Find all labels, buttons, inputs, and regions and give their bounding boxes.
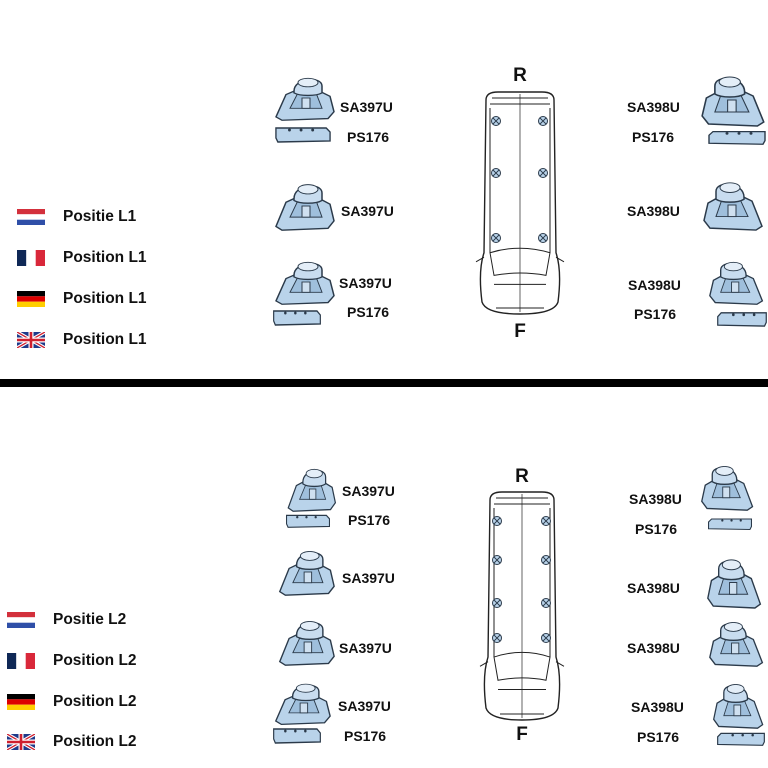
mounting-point-icon bbox=[538, 233, 548, 243]
uk-flag-icon bbox=[16, 330, 46, 350]
pad-part-number: PS176 bbox=[635, 521, 678, 537]
roof-rack-foot-image bbox=[702, 178, 766, 232]
foot-pad-image bbox=[285, 512, 331, 529]
foot-pad-image bbox=[716, 730, 766, 747]
foot-part-number: SA397U bbox=[339, 640, 392, 656]
roof-rack-foot-image bbox=[276, 547, 336, 597]
foot-part-number: SA397U bbox=[338, 698, 391, 714]
mounting-point-icon bbox=[541, 633, 551, 643]
netherlands-flag-icon bbox=[7, 612, 35, 628]
foot-part-number: SA398U bbox=[628, 277, 681, 293]
front-label: F bbox=[514, 321, 526, 342]
roof-rack-foot-image bbox=[285, 465, 337, 513]
roof-rack-foot-image bbox=[272, 258, 336, 306]
germany-flag-icon bbox=[7, 694, 35, 710]
language-label: Position L2 bbox=[53, 693, 137, 710]
pad-part-number: PS176 bbox=[347, 304, 390, 320]
section-divider bbox=[0, 379, 768, 387]
foot-pad-image bbox=[272, 307, 322, 327]
pad-part-number: PS176 bbox=[632, 129, 675, 145]
language-label: Position L2 bbox=[53, 733, 137, 750]
language-label: Position L1 bbox=[63, 290, 147, 307]
vehicle-top-view bbox=[479, 490, 565, 722]
language-label: Position L1 bbox=[63, 331, 147, 348]
foot-pad-image bbox=[707, 516, 753, 531]
pad-part-number: PS176 bbox=[348, 512, 391, 528]
mounting-point-icon bbox=[491, 116, 501, 126]
roof-rack-foot-image bbox=[700, 462, 756, 512]
pad-part-number: PS176 bbox=[637, 729, 680, 745]
foot-part-number: SA397U bbox=[342, 570, 395, 586]
foot-part-number: SA397U bbox=[342, 483, 395, 499]
foot-part-number: SA398U bbox=[631, 699, 684, 715]
foot-part-number: SA398U bbox=[627, 203, 680, 219]
language-label: Positie L1 bbox=[63, 208, 137, 225]
foot-part-number: SA397U bbox=[339, 275, 392, 291]
mounting-point-icon bbox=[492, 555, 502, 565]
foot-part-number: SA398U bbox=[627, 580, 680, 596]
foot-part-number: SA397U bbox=[340, 99, 393, 115]
roof-rack-foot-image bbox=[700, 72, 768, 128]
foot-pad-image bbox=[707, 128, 767, 146]
pad-part-number: PS176 bbox=[344, 728, 387, 744]
roof-rack-foot-image bbox=[272, 680, 332, 726]
germany-flag-icon bbox=[17, 291, 45, 307]
roof-rack-foot-image bbox=[276, 617, 336, 667]
pad-part-number: PS176 bbox=[634, 306, 677, 322]
foot-part-number: SA398U bbox=[627, 640, 680, 656]
france-flag-icon bbox=[17, 250, 45, 266]
roof-rack-foot-image bbox=[706, 555, 764, 610]
france-flag-icon bbox=[7, 653, 35, 669]
rear-label: R bbox=[513, 65, 527, 86]
netherlands-flag-icon bbox=[17, 209, 45, 225]
mounting-point-icon bbox=[538, 168, 548, 178]
mounting-point-icon bbox=[541, 555, 551, 565]
foot-part-number: SA398U bbox=[629, 491, 682, 507]
pad-part-number: PS176 bbox=[347, 129, 390, 145]
language-label: Positie L2 bbox=[53, 611, 127, 628]
mounting-point-icon bbox=[491, 233, 501, 243]
language-label: Position L2 bbox=[53, 652, 137, 669]
mounting-point-icon bbox=[541, 516, 551, 526]
foot-part-number: SA397U bbox=[341, 203, 394, 219]
roof-rack-foot-image bbox=[708, 618, 766, 668]
mounting-point-icon bbox=[491, 168, 501, 178]
vehicle-top-view bbox=[475, 90, 565, 316]
mounting-point-icon bbox=[492, 516, 502, 526]
roof-rack-foot-image bbox=[272, 74, 336, 122]
mounting-point-icon bbox=[492, 633, 502, 643]
foot-pad-image bbox=[274, 124, 332, 144]
foot-pad-image bbox=[716, 309, 768, 328]
mounting-point-icon bbox=[538, 116, 548, 126]
rear-label: R bbox=[515, 466, 529, 487]
foot-part-number: SA398U bbox=[627, 99, 680, 115]
mounting-point-icon bbox=[492, 598, 502, 608]
foot-pad-image bbox=[272, 725, 322, 745]
roof-rack-foot-image bbox=[712, 680, 766, 730]
front-label: F bbox=[516, 724, 528, 745]
roof-rack-foot-image bbox=[272, 180, 336, 232]
roof-rack-foot-image bbox=[708, 258, 766, 306]
language-label: Position L1 bbox=[63, 249, 147, 266]
mounting-point-icon bbox=[541, 598, 551, 608]
uk-flag-icon bbox=[6, 732, 36, 752]
